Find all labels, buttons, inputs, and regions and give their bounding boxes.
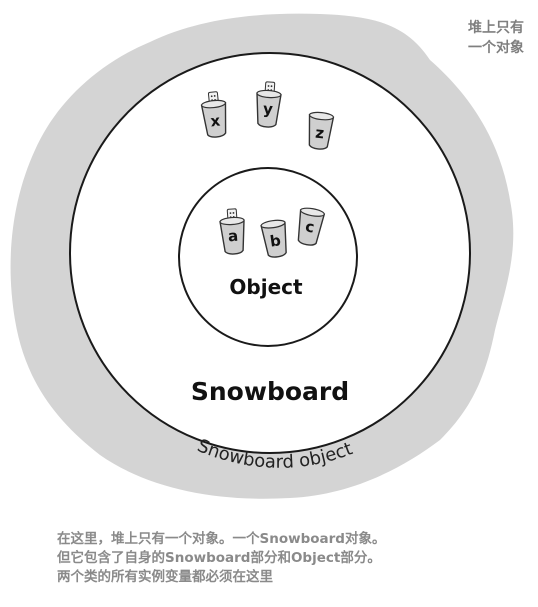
heap-note: 堆上只有 一个对象 — [468, 18, 524, 58]
cup-var-c: c — [294, 205, 326, 248]
snowboard-part-label: Snowboard — [191, 377, 349, 406]
cup-var-x: x — [200, 91, 230, 139]
var-x-label: x — [210, 111, 222, 130]
cup-var-z: z — [305, 110, 335, 151]
caption-line-3: 两个类的所有实例变量都必须在这里 — [57, 569, 273, 585]
var-y-label: y — [262, 100, 273, 119]
heap-note-line-2: 一个对象 — [468, 40, 524, 56]
heap-diagram: x y z a b c Object Snowboard Snowboard o… — [10, 13, 514, 499]
var-z-label: z — [314, 124, 325, 143]
var-a-label: a — [227, 227, 238, 246]
cup-var-y: y — [254, 81, 282, 129]
caption-line-2: 但它包含了自身的Snowboard部分和Object部分。 — [57, 550, 381, 566]
object-circle — [178, 167, 358, 347]
cup-var-b: b — [259, 218, 291, 260]
var-b-label: b — [269, 231, 282, 250]
cup-var-a: a — [219, 208, 247, 256]
caption: 在这里，堆上只有一个对象。一个Snowboard对象。 但它包含了自身的Snow… — [57, 530, 527, 587]
caption-line-1: 在这里，堆上只有一个对象。一个Snowboard对象。 — [57, 531, 386, 547]
object-part-label: Object — [229, 275, 303, 299]
heap-note-line-1: 堆上只有 — [468, 20, 524, 36]
var-c-label: c — [304, 217, 316, 236]
